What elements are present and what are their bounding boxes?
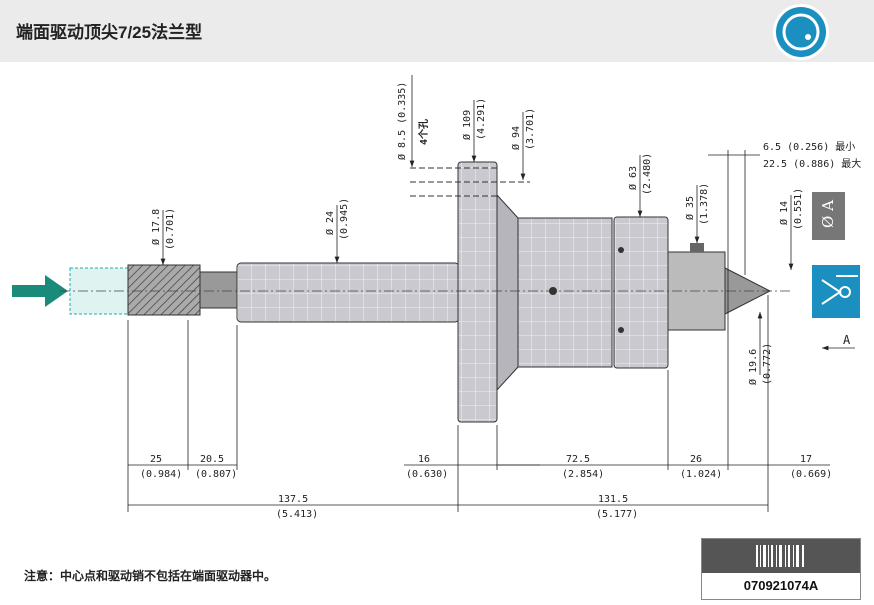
- part-number: 070921074A: [743, 578, 819, 593]
- flange: [457, 161, 498, 423]
- dim-d63-in: (2.480): [642, 153, 653, 195]
- dim-d35: Ø 35: [684, 196, 696, 220]
- dim-d178: Ø 17.8: [150, 209, 162, 245]
- dim-d196: Ø 19.6: [747, 349, 759, 385]
- dim-d109-in: (4.291): [476, 98, 487, 140]
- dim-17-in: (0.669): [790, 469, 832, 480]
- dim-1315: 131.5: [598, 494, 628, 505]
- dim-26: 26: [690, 454, 702, 465]
- dim-min: 6.5 (0.256) 最小: [763, 141, 855, 153]
- note-text: 注意：中心点和驱动销不包括在端面驱动器中。: [24, 569, 277, 583]
- dim-16: 16: [418, 454, 430, 465]
- dim-1375-in: (5.413): [276, 509, 318, 520]
- view-box: [812, 265, 860, 318]
- dim-max: 22.5 (0.886) 最大: [763, 157, 861, 170]
- dim-1315-in: (5.177): [596, 509, 638, 520]
- technical-drawing: Ø 8.5 (0.335) 4个孔 Ø 109 (4.291) Ø 94 (3.…: [12, 75, 861, 520]
- dim-26-in: (1.024): [680, 469, 722, 480]
- dim-d24-in: (0.945): [339, 198, 350, 240]
- dim-d14: Ø 14: [778, 201, 790, 225]
- dim-d24: Ø 24: [324, 211, 336, 235]
- dim-25: 25: [150, 454, 162, 465]
- dim-d63: Ø 63: [627, 166, 639, 190]
- body: [517, 217, 613, 368]
- drive-shank: [127, 264, 201, 316]
- drive-arrow-icon: [12, 275, 68, 307]
- header-band: 端面驱动顶尖7/25法兰型: [0, 0, 874, 62]
- shaft: [236, 262, 460, 323]
- part-number-label: 070921074A: [701, 538, 861, 600]
- dim-hole: Ø 8.5 (0.335): [396, 82, 408, 160]
- diameter-box: [812, 192, 845, 240]
- dim-725: 72.5: [566, 454, 590, 465]
- diameter-label: Ø A: [819, 200, 837, 228]
- dim-hole-count: 4个孔: [417, 119, 430, 145]
- page-title: 端面驱动顶尖7/25法兰型: [16, 23, 203, 42]
- dim-d178-in: (0.701): [165, 208, 176, 250]
- view-label: A: [843, 333, 851, 347]
- barcode-icon: [702, 539, 860, 573]
- eye-icon: [821, 275, 858, 305]
- ring: [613, 216, 669, 369]
- dim-25-in: (0.984): [140, 469, 182, 480]
- dim-205: 20.5: [200, 454, 224, 465]
- dim-d94: Ø 94: [510, 126, 522, 150]
- dim-d109: Ø 109: [461, 110, 473, 140]
- dim-d35-in: (1.378): [699, 183, 710, 225]
- dim-17: 17: [800, 454, 812, 465]
- dim-16-in: (0.630): [406, 469, 448, 480]
- dim-d94-in: (3.701): [525, 108, 536, 150]
- dim-d196-in: (0.772): [762, 343, 773, 385]
- rotation-logo-icon: [773, 4, 829, 60]
- dim-d14-in: (0.551): [793, 188, 804, 230]
- dim-1375: 137.5: [278, 494, 308, 505]
- dim-725-in: (2.854): [562, 469, 604, 480]
- dim-205-in: (0.807): [195, 469, 237, 480]
